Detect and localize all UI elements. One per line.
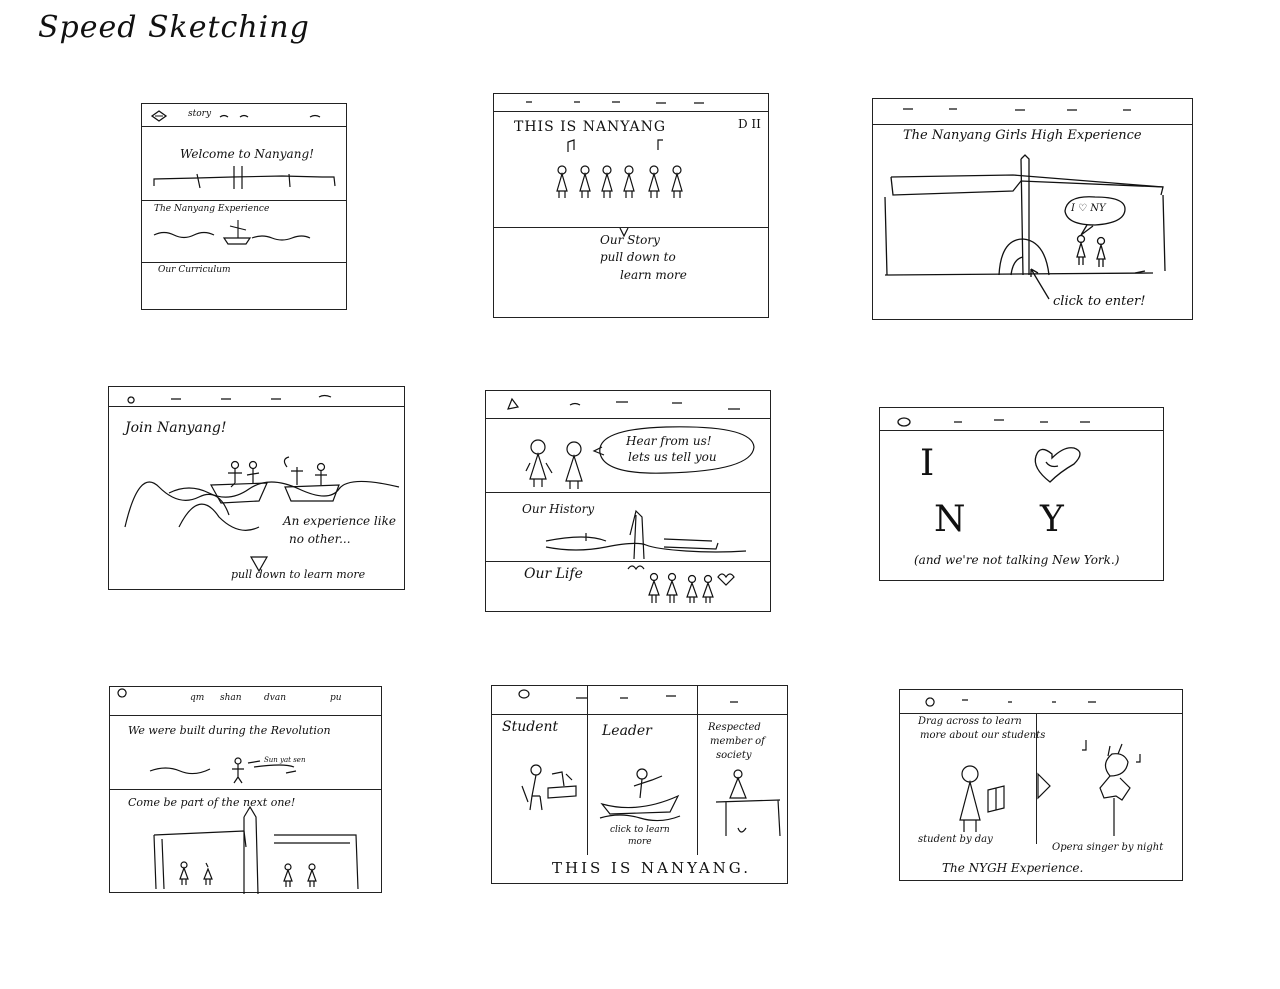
sun-yat-sen-label: Sun yat sen	[264, 756, 306, 764]
column-leader[interactable]: Leader	[602, 723, 652, 739]
sketch-i-love-ny-drawing	[897, 417, 1090, 483]
section-our-curriculum[interactable]: Our Curriculum	[158, 265, 231, 275]
sketch-frame-drag-across: Drag across to learn more about our stud…	[899, 689, 1183, 881]
column-respected-l1[interactable]: Respected	[708, 722, 761, 733]
media-controls[interactable]: D II	[738, 117, 761, 131]
click-to-learn-note[interactable]: click to learn	[610, 825, 670, 835]
welcome-headline: Welcome to Nanyang!	[180, 147, 314, 161]
drag-intro-l1: Drag across to learn	[918, 716, 1022, 727]
sketch-boats-drawing	[124, 394, 400, 573]
column-respected-l2: member of	[710, 736, 765, 747]
nav-item-1[interactable]: qm	[190, 693, 205, 703]
sketch-frame-hear-from-us: Hear from us! lets us tell you Our Histo…	[485, 390, 771, 612]
column-respected-l3: society	[716, 750, 752, 761]
sketch-frame-roles: Student Leader Respected member of socie…	[491, 685, 788, 884]
section-next-one[interactable]: Come be part of the next one!	[128, 796, 296, 809]
click-to-enter-cta[interactable]: click to enter!	[1053, 294, 1146, 309]
sketch-roles-drawing	[518, 689, 781, 837]
sketch-frame-this-is-nanyang: THIS IS NANYANG D II Our Story pull down…	[493, 93, 769, 318]
roles-footer: THIS IS NANYANG.	[552, 859, 752, 877]
sketch-entrance-drawing	[884, 108, 1166, 300]
nav-item-2[interactable]: shan	[220, 693, 242, 703]
pull-down-hint[interactable]: pull down to learn more	[231, 568, 366, 581]
hero-title: THIS IS NANYANG	[514, 119, 666, 135]
caption-our-story[interactable]: Our Story	[600, 233, 660, 247]
sketch-frame-i-love-ny: I N Y (and we're not talking New York.)	[879, 407, 1164, 581]
letter-y: Y	[1040, 499, 1064, 540]
click-to-learn-more: more	[628, 837, 652, 847]
letter-i: I	[920, 443, 935, 484]
sketch-students-drawing	[507, 397, 755, 603]
sketch-welcome-drawing	[150, 110, 336, 245]
speech-i-love-ny: I ♡ NY	[1071, 203, 1106, 214]
caption-pull-down: pull down to	[600, 250, 676, 264]
drag-intro-l2: more about our students	[920, 730, 1046, 741]
tagline-line1: An experience like	[283, 514, 396, 528]
speech-hear-from-us: Hear from us!	[626, 434, 712, 448]
opera-singer-by-night: Opera singer by night	[1052, 842, 1164, 853]
join-title: Join Nanyang!	[125, 420, 227, 436]
student-by-day: student by day	[918, 834, 993, 845]
sketch-frame-experience: The Nanyang Girls High Experience I ♡ NY…	[872, 98, 1193, 320]
sketch-day-night-drawing	[925, 697, 1141, 836]
sketch-choir-drawing	[526, 101, 704, 238]
section-nanyang-experience[interactable]: The Nanyang Experience	[154, 204, 270, 214]
nav-item-story[interactable]: story	[188, 109, 212, 119]
sketch-revolution-drawing	[117, 688, 359, 894]
tagline-line2: no other...	[289, 532, 351, 546]
sketch-frame-welcome: story Welcome to Nanyang! The Nanyang Ex…	[141, 103, 347, 310]
letter-n: N	[934, 499, 966, 540]
column-student[interactable]: Student	[502, 719, 559, 735]
revolution-headline: We were built during the Revolution	[128, 724, 331, 737]
experience-title: The Nanyang Girls High Experience	[903, 128, 1142, 143]
nygh-footer: The NYGH Experience.	[942, 861, 1084, 875]
nav-item-4[interactable]: pu	[330, 693, 342, 703]
sketch-frame-join: Join Nanyang! An experience like no othe…	[108, 386, 405, 590]
page-title: Speed Sketching	[38, 10, 310, 45]
sketch-frame-revolution: qm shan dvan pu We were built during the…	[109, 686, 382, 894]
caption-learn-more: learn more	[620, 268, 687, 282]
section-our-history[interactable]: Our History	[522, 502, 595, 516]
ny-caption: (and we're not talking New York.)	[914, 553, 1120, 567]
section-our-life[interactable]: Our Life	[524, 566, 583, 582]
nav-item-3[interactable]: dvan	[264, 693, 287, 703]
speech-let-us-tell: lets us tell you	[628, 450, 717, 464]
